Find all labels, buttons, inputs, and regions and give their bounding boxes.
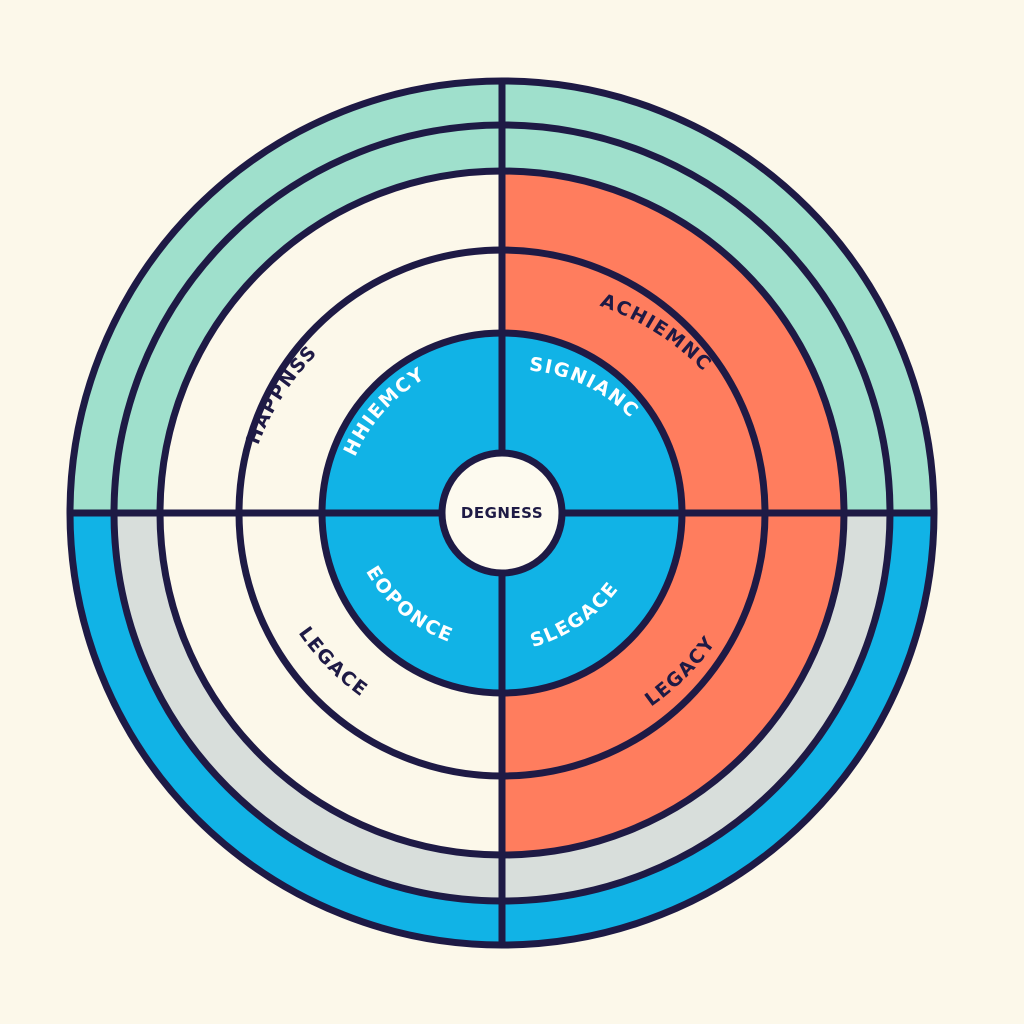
center-circle: [438, 449, 566, 577]
center-label: DEGNESS: [460, 504, 544, 522]
